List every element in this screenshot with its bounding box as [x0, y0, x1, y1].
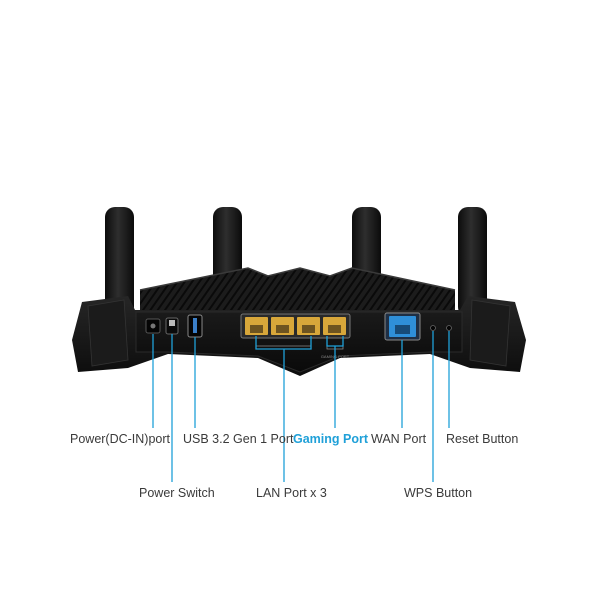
label-power-dc-in: Power(DC-IN)port — [70, 432, 171, 446]
label-usb-port: USB 3.2 Gen 1 Port — [183, 432, 294, 446]
label-power-switch: Power Switch — [139, 486, 215, 500]
router-top-grille — [140, 268, 455, 318]
callout-gaming — [326, 336, 344, 428]
usb-tongue — [193, 318, 197, 333]
lan-port-block — [240, 313, 351, 339]
label-lan-ports: LAN Port x 3 — [256, 486, 327, 500]
label-gaming-port: Gaming Port — [293, 432, 369, 446]
reset-button — [446, 325, 452, 331]
gaming-port — [323, 317, 346, 335]
rear-panel — [135, 311, 463, 373]
label-reset-button: Reset Button — [446, 432, 519, 446]
lan-port-3 — [297, 317, 320, 335]
antenna-4 — [458, 207, 487, 317]
wps-button — [430, 325, 436, 331]
antenna-1 — [105, 207, 134, 317]
label-wan-port: WAN Port — [371, 432, 427, 446]
power-switch-knob — [169, 320, 175, 326]
lan-port-2 — [271, 317, 294, 335]
router-top-ridge — [139, 267, 456, 291]
callout-lan — [255, 336, 312, 482]
callout-lines — [152, 331, 450, 482]
dc-in-pin — [150, 323, 156, 329]
wan-port — [389, 316, 416, 337]
left-wing-accent — [87, 299, 129, 367]
lan-port-1 — [245, 317, 268, 335]
label-wps-button: WPS Button — [404, 486, 473, 500]
right-wing-accent — [469, 299, 511, 367]
